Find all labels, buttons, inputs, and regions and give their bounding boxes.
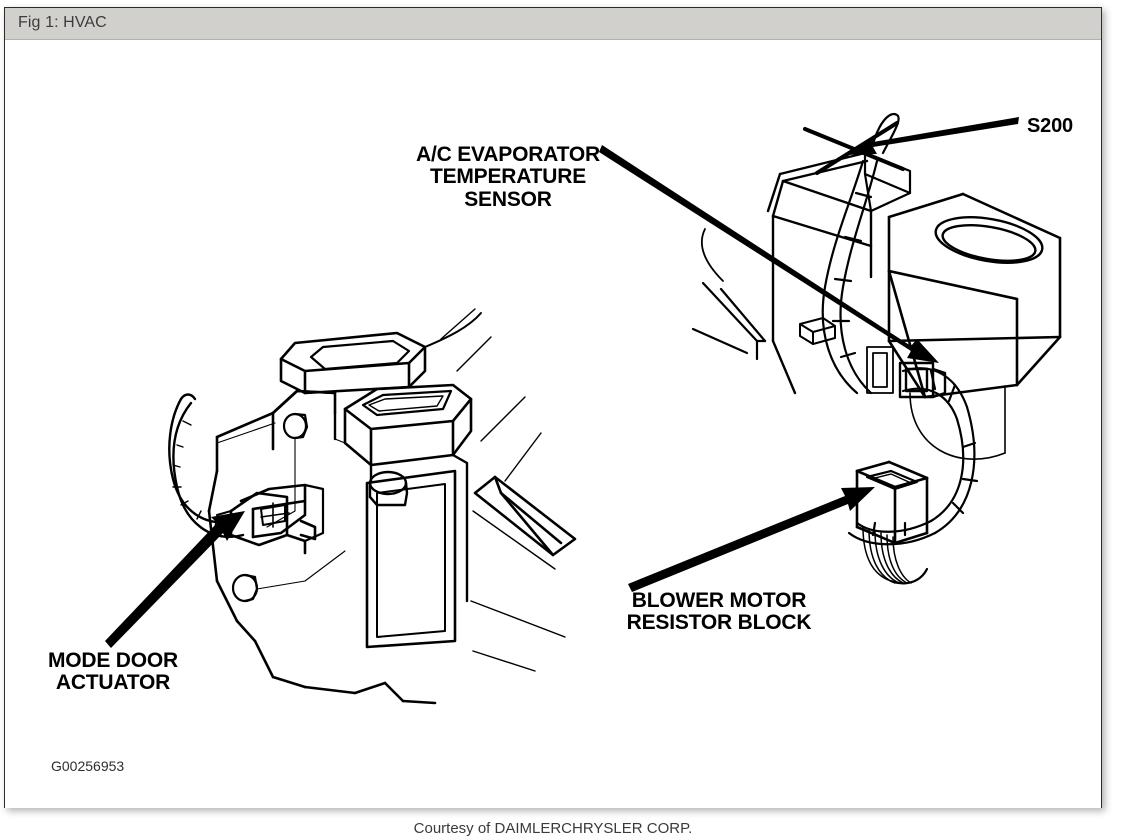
actuator-top-boss: [279, 331, 427, 395]
blower-inlet-oval: [934, 216, 1044, 264]
blower-resistor-leader-arrow: [628, 487, 875, 592]
blower-drum: [909, 385, 1006, 460]
blower-hose-curve: [701, 228, 724, 282]
hvac-line-drawing: [105, 112, 1062, 705]
figure-canvas: A/C EVAPORATOR TEMPERATURE SENSOR S200 B…: [5, 41, 1101, 837]
callout-s200: S200: [1027, 115, 1073, 137]
evaporator-temp-sensor-connector: [898, 361, 947, 399]
actuator-mid-boss: [343, 383, 473, 467]
duct-stub-upper: [473, 475, 577, 557]
actuator-pivot-boss: [368, 470, 409, 507]
figure-credit: Courtesy of DAIMLERCHRYSLER CORP.: [413, 820, 693, 837]
break-chevron-marks: [691, 281, 767, 361]
resistor-wire-bundle: [862, 526, 929, 585]
figure-title: Fig 1: HVAC: [18, 14, 107, 31]
figure-id-code: G00256953: [51, 758, 125, 774]
fan-scroll-cowl: [887, 192, 1062, 399]
housing-boss: [799, 317, 836, 345]
mode-door-housing: [207, 389, 437, 705]
duct-stub-lines: [440, 308, 566, 672]
actuator-peg-upper: [282, 412, 309, 440]
s200-splice-x-mark: [803, 121, 905, 175]
actuator-hose-curve: [424, 312, 482, 348]
housing-recess: [866, 346, 894, 394]
wire-harness-right: [821, 112, 979, 546]
leader-arrows: [105, 117, 1019, 648]
mode-door-leader-arrow: [105, 511, 245, 648]
actuator-door-panel: [365, 469, 457, 649]
mode-door-connector-shell: [215, 483, 325, 543]
figure-viewer-panel: Fig 1: HVAC: [4, 7, 1102, 837]
actuator-body-step: [295, 389, 469, 603]
mode-door-connector: [229, 483, 317, 555]
figure-titlebar: Fig 1: HVAC: [5, 8, 1101, 40]
callout-blower-motor-resistor-block: BLOWER MOTOR RESISTOR BLOCK: [626, 589, 812, 635]
evaporator-leader-arrow: [599, 145, 939, 363]
actuator-peg-lower: [231, 573, 259, 603]
callout-mode-door-actuator: MODE DOOR ACTUATOR: [47, 649, 179, 695]
callout-ac-evaporator-temperature-sensor: A/C EVAPORATOR TEMPERATURE SENSOR: [416, 143, 600, 211]
s200-leader-arrow: [843, 117, 1019, 155]
blower-motor-housing: [766, 159, 873, 395]
